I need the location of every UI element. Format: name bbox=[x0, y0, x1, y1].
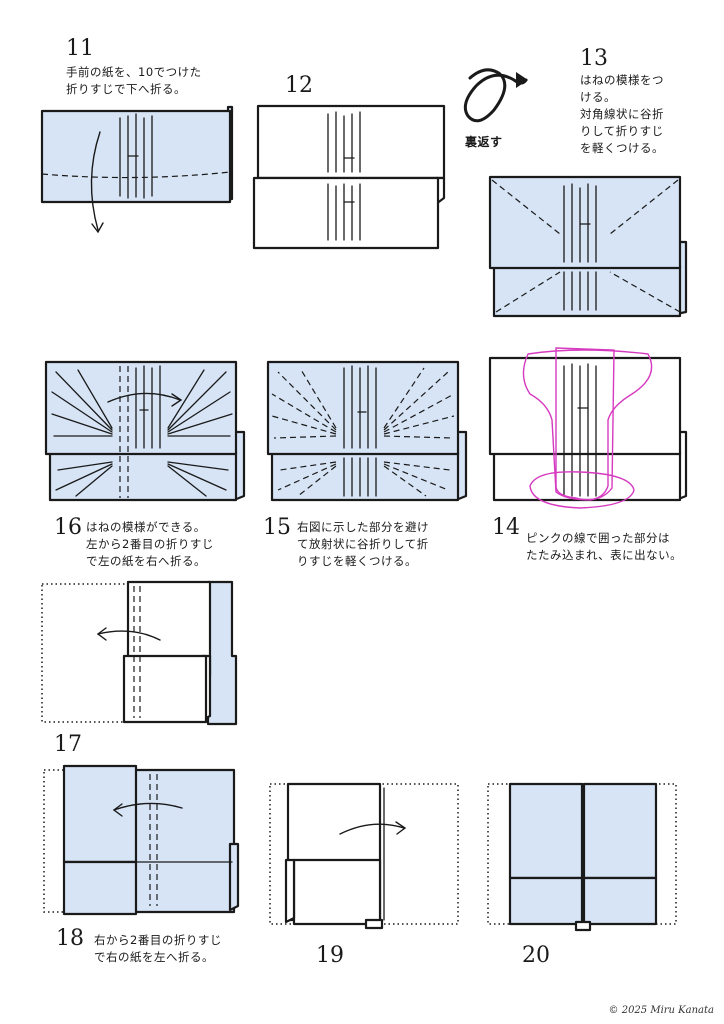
step-14-figure bbox=[488, 347, 688, 509]
step-15-number: 15 bbox=[263, 515, 291, 540]
step-19-figure bbox=[269, 782, 459, 930]
turn-over-icon bbox=[463, 68, 528, 123]
step-15-caption: 右図に示した部分を避け て放射状に谷折りして折 りすじを軽くつける。 bbox=[297, 520, 429, 568]
step-16-figure bbox=[44, 360, 246, 502]
step-20-number: 20 bbox=[522, 943, 550, 968]
step-20-figure bbox=[487, 782, 677, 932]
step-11-number: 11 bbox=[66, 36, 94, 61]
step-14-number: 14 bbox=[492, 515, 520, 540]
step-11-figure bbox=[40, 105, 234, 234]
step-14-caption: ピンクの線で囲った部分は たたみ込まれ、表に出ない。 bbox=[526, 531, 683, 562]
step-18-number: 18 bbox=[56, 926, 84, 951]
step-13-number: 13 bbox=[580, 46, 608, 71]
step-19-number: 19 bbox=[316, 943, 344, 968]
step-15-figure bbox=[266, 360, 468, 502]
copyright: © 2025 Miru Kanata bbox=[608, 1005, 714, 1016]
pink-highlight bbox=[522, 347, 653, 509]
turn-over-label: 裏返す bbox=[465, 135, 503, 149]
step-13-figure bbox=[488, 175, 688, 318]
step-18-caption: 右から2番目の折りすじ で右の紙を左へ折る。 bbox=[94, 933, 222, 964]
step-12-number: 12 bbox=[285, 73, 313, 98]
step-16-caption: はねの模様ができる。 左から2番目の折りすじ で左の紙を右へ折る。 bbox=[86, 520, 214, 568]
step-17-number: 17 bbox=[54, 732, 82, 757]
step-12-figure bbox=[252, 104, 446, 250]
step-17-figure bbox=[41, 580, 238, 726]
step-11-caption: 手前の紙を、10でつけた 折りすじで下へ折る。 bbox=[66, 65, 202, 96]
step-18-figure bbox=[43, 764, 240, 916]
step-13-caption: はねの模様をつ ける。 対角線状に谷折 りして折りすじ を軽くつける。 bbox=[580, 73, 664, 155]
step-16-number: 16 bbox=[54, 515, 82, 540]
